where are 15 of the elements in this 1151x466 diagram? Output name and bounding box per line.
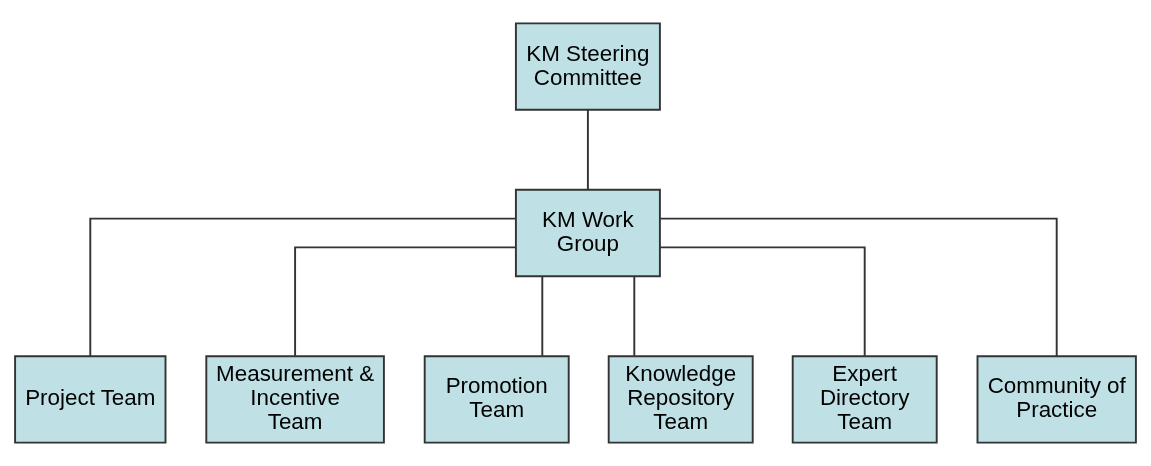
connector bbox=[658, 246, 866, 357]
node-box: Promotion Team bbox=[423, 355, 570, 444]
node-box: Community of Practice bbox=[976, 355, 1137, 444]
node-box: KM Work Group bbox=[514, 188, 661, 278]
node-box: Project Team bbox=[14, 355, 167, 444]
node-box: Knowledge Repository Team bbox=[607, 355, 754, 444]
connector bbox=[659, 217, 1058, 358]
node-box: Expert Directory Team bbox=[791, 355, 938, 444]
connector bbox=[541, 275, 544, 357]
connector bbox=[294, 246, 517, 357]
node-box: KM Steering Committee bbox=[514, 22, 661, 111]
connector bbox=[633, 275, 636, 357]
connector bbox=[586, 108, 589, 191]
node-box: Measurement & Incentive Team bbox=[205, 355, 385, 444]
connector bbox=[89, 217, 517, 358]
